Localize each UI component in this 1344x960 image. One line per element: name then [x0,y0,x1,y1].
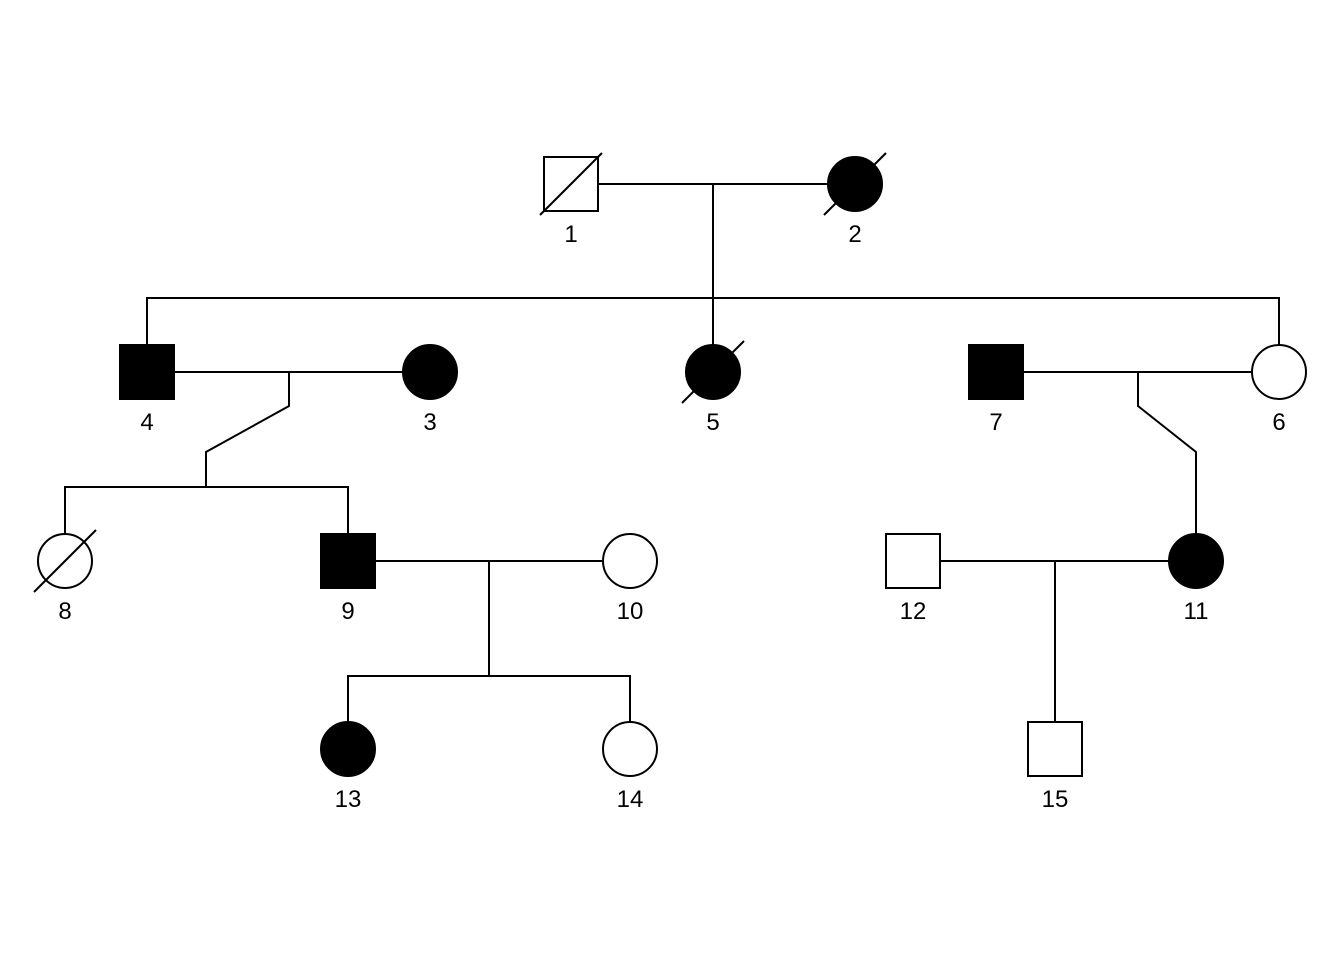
male-square-symbol [885,533,941,589]
deceased-slash [681,340,745,404]
male-square-symbol [320,533,376,589]
individual-14 [602,721,658,777]
individual-label-12: 12 [900,598,927,625]
individual-7 [968,344,1024,400]
pedigree-lines [64,183,1280,723]
individual-4 [119,344,175,400]
individual-13 [320,721,376,777]
individual-label-6: 6 [1272,409,1285,436]
individual-15 [1027,721,1083,777]
individual-11 [1168,533,1224,589]
individual-label-14: 14 [617,786,644,813]
individual-6 [1251,344,1307,400]
descent-line-4-3 [205,371,290,488]
female-circle-symbol [602,721,658,777]
individual-8 [33,529,97,593]
female-circle-symbol [1251,344,1307,400]
individual-label-8: 8 [58,598,71,625]
individual-3 [402,344,458,400]
individual-2 [823,152,887,216]
female-circle-symbol [1168,533,1224,589]
individual-10 [602,533,658,589]
individual-label-1: 1 [564,221,577,248]
individual-label-3: 3 [423,409,436,436]
individual-5 [681,340,745,404]
individual-label-7: 7 [989,409,1002,436]
descent-line-7-6 [1137,371,1197,535]
male-square-symbol [968,344,1024,400]
female-circle-symbol [602,533,658,589]
deceased-slash [539,152,603,216]
female-circle-symbol [402,344,458,400]
individual-12 [885,533,941,589]
male-square-symbol [1027,721,1083,777]
deceased-slash [33,529,97,593]
individual-label-13: 13 [335,786,362,813]
individual-9 [320,533,376,589]
individual-label-15: 15 [1042,786,1069,813]
individual-label-5: 5 [706,409,719,436]
female-circle-symbol [320,721,376,777]
individual-label-9: 9 [341,598,354,625]
individual-label-10: 10 [617,598,644,625]
individual-1 [539,152,603,216]
male-square-symbol [119,344,175,400]
pedigree-symbols [33,152,1307,777]
individual-label-4: 4 [140,409,153,436]
individual-label-2: 2 [848,221,861,248]
deceased-slash [823,152,887,216]
individual-label-11: 11 [1184,598,1209,625]
